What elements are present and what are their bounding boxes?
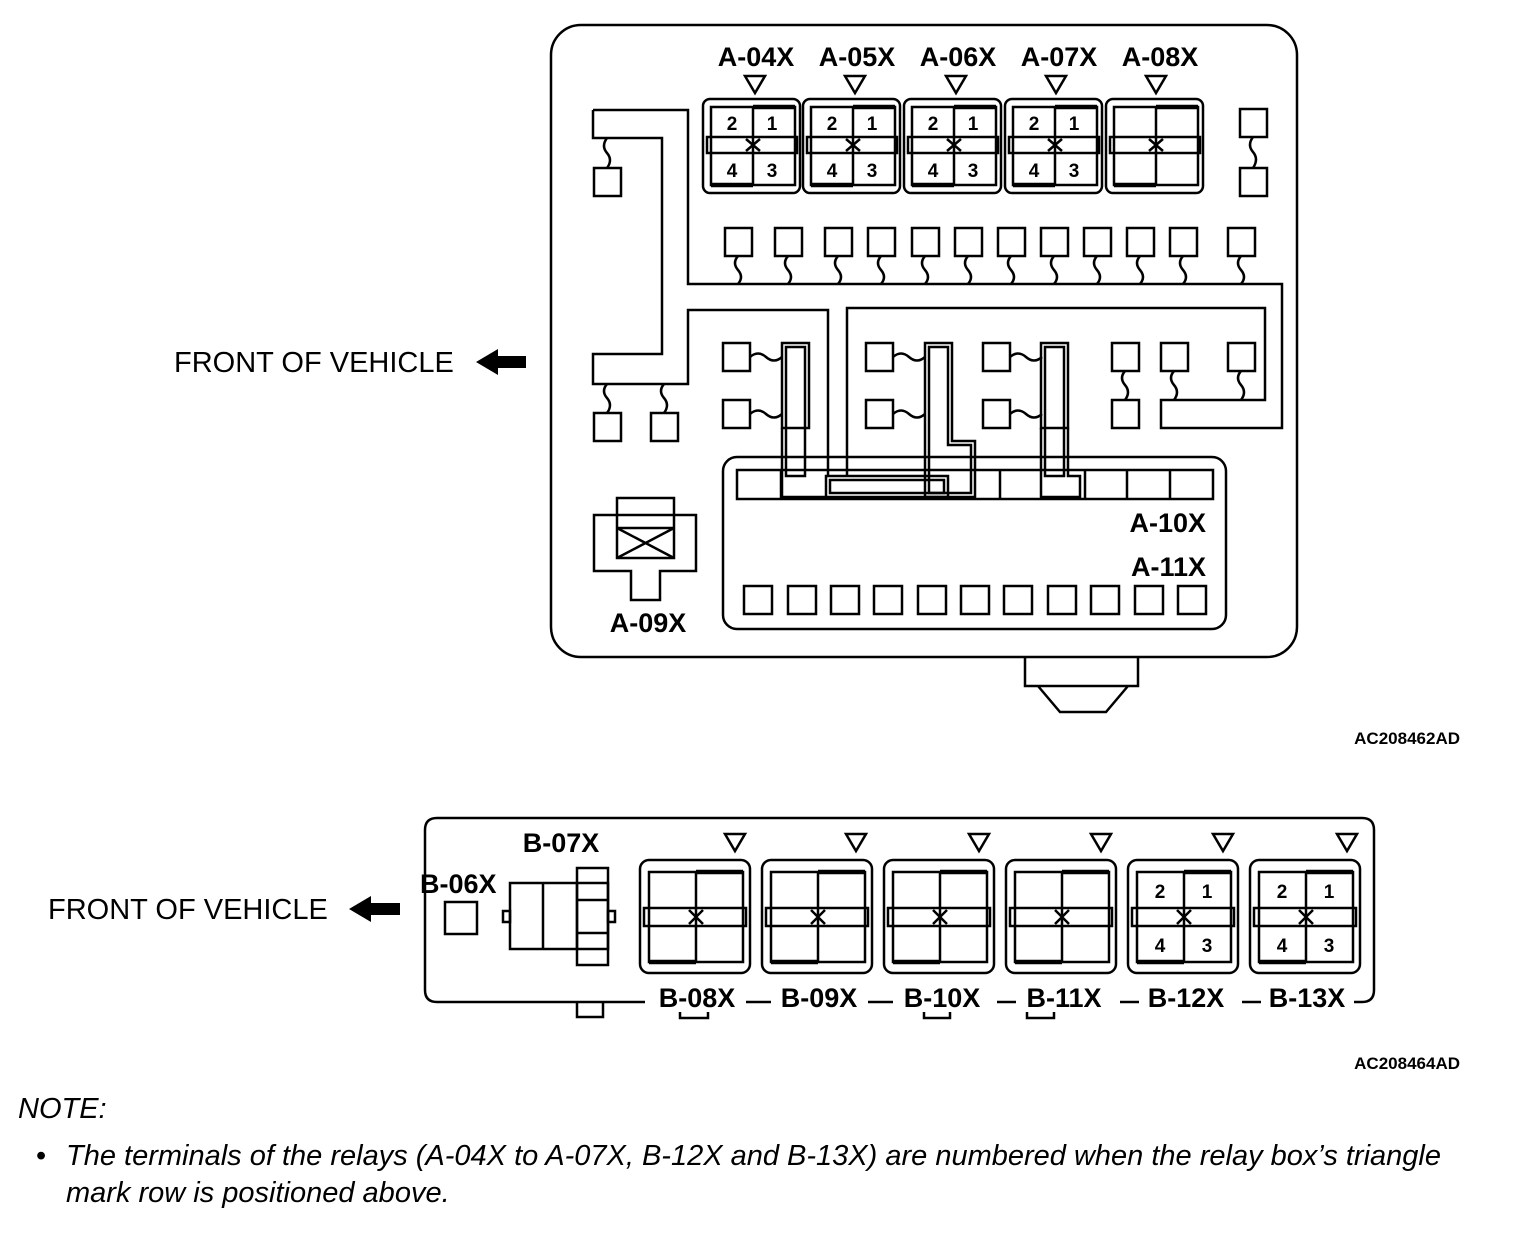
connector-block-a10x-a11x bbox=[721, 455, 1228, 631]
svg-text:4: 4 bbox=[928, 161, 939, 182]
svg-text:3: 3 bbox=[1069, 161, 1080, 182]
figure-code-top: AC208462AD bbox=[1354, 729, 1460, 748]
svg-text:2: 2 bbox=[1155, 882, 1166, 903]
relay-socket-a08x bbox=[1104, 97, 1205, 195]
svg-text:2: 2 bbox=[827, 114, 838, 135]
note-text: The terminals of the relays (A-04X to A-… bbox=[66, 1140, 1441, 1209]
svg-text:2: 2 bbox=[727, 114, 738, 135]
relay-socket-a04x: 2 1 4 3 bbox=[701, 97, 802, 195]
relay-label-b11x: B-11X bbox=[1026, 983, 1101, 1013]
relay-socket-b10x bbox=[882, 858, 996, 975]
relay-socket-a06x: 2 1 4 3 bbox=[902, 97, 1003, 195]
relay-label-a09x: A-09X bbox=[610, 608, 687, 638]
relay-box-diagram: A-04X A-05X A-06X A-07X A-08X 2 1 4 3 bbox=[48, 23, 1460, 1073]
relay-socket-b09x bbox=[760, 858, 874, 975]
fuse-middle bbox=[721, 341, 1082, 499]
note-heading: NOTE: bbox=[18, 1093, 107, 1125]
svg-text:2: 2 bbox=[928, 114, 939, 135]
relay-label-b10x: B-10X bbox=[904, 983, 981, 1013]
svg-text:2: 2 bbox=[1029, 114, 1040, 135]
relay-label-b12x: B-12X bbox=[1148, 983, 1225, 1013]
svg-text:3: 3 bbox=[867, 161, 878, 182]
relay-socket-b11x bbox=[1004, 858, 1118, 975]
front-of-vehicle-label-top: FRONT OF VEHICLE bbox=[174, 347, 454, 379]
svg-text:3: 3 bbox=[767, 161, 778, 182]
svg-text:3: 3 bbox=[968, 161, 979, 182]
connector-label-a10x: A-10X bbox=[1129, 508, 1206, 538]
relay-label-a05x: A-05X bbox=[819, 42, 896, 72]
relay-socket-a05x: 2 1 4 3 bbox=[801, 97, 902, 195]
relay-socket-b13x: 2 1 4 3 bbox=[1248, 858, 1362, 975]
relay-label-a07x: A-07X bbox=[1021, 42, 1098, 72]
fuse-row bbox=[723, 226, 1257, 285]
svg-text:1: 1 bbox=[1202, 882, 1213, 903]
relay-label-b07x: B-07X bbox=[523, 828, 600, 858]
arrow-left-icon bbox=[476, 349, 526, 375]
svg-text:4: 4 bbox=[1029, 161, 1040, 182]
svg-text:3: 3 bbox=[1324, 936, 1335, 957]
bullet-icon: • bbox=[36, 1140, 47, 1172]
fuse-right-middle bbox=[1110, 341, 1257, 430]
connector-b06x bbox=[443, 900, 479, 936]
figure-code-bottom: AC208464AD bbox=[1354, 1054, 1460, 1073]
triangle-mark-row bbox=[742, 74, 1169, 96]
svg-text:1: 1 bbox=[1324, 882, 1335, 903]
fuse-left-top bbox=[591, 108, 1284, 476]
connector-label-a11x: A-11X bbox=[1131, 552, 1206, 582]
svg-text:1: 1 bbox=[1069, 114, 1080, 135]
relay-socket-a09x bbox=[592, 496, 698, 602]
svg-text:4: 4 bbox=[727, 161, 738, 182]
relay-label-b06x: B-06X bbox=[420, 869, 497, 899]
relay-socket-a07x: 2 1 4 3 bbox=[1003, 97, 1104, 195]
svg-text:1: 1 bbox=[968, 114, 979, 135]
svg-text:1: 1 bbox=[767, 114, 778, 135]
relay-socket-b12x: 2 1 4 3 bbox=[1126, 858, 1240, 975]
top-relay-box: A-04X A-05X A-06X A-07X A-08X 2 1 4 3 bbox=[549, 23, 1299, 714]
svg-text:4: 4 bbox=[1277, 936, 1288, 957]
fuse-right-top bbox=[1238, 107, 1269, 198]
note-item: • The terminals of the relays (A-04X to … bbox=[36, 1138, 1496, 1212]
relay-socket-b07x bbox=[501, 866, 617, 967]
bottom-relay-box: B-06X B-07X bbox=[420, 816, 1376, 1020]
svg-text:3: 3 bbox=[1202, 936, 1213, 957]
relay-label-b09x: B-09X bbox=[781, 983, 858, 1013]
svg-text:1: 1 bbox=[867, 114, 878, 135]
front-of-vehicle-label-bottom: FRONT OF VEHICLE bbox=[48, 894, 328, 926]
svg-text:4: 4 bbox=[827, 161, 838, 182]
svg-text:2: 2 bbox=[1277, 882, 1288, 903]
relay-socket-b08x bbox=[638, 858, 752, 975]
relay-label-a06x: A-06X bbox=[920, 42, 997, 72]
relay-label-b08x: B-08X bbox=[659, 983, 736, 1013]
relay-label-a04x: A-04X bbox=[718, 42, 795, 72]
arrow-left-icon-bottom bbox=[349, 896, 400, 922]
relay-label-b13x: B-13X bbox=[1269, 983, 1346, 1013]
relay-label-a08x: A-08X bbox=[1122, 42, 1199, 72]
triangle-mark-row-bottom bbox=[722, 832, 1360, 854]
fuse-left-bottom bbox=[592, 383, 680, 443]
svg-text:4: 4 bbox=[1155, 936, 1166, 957]
